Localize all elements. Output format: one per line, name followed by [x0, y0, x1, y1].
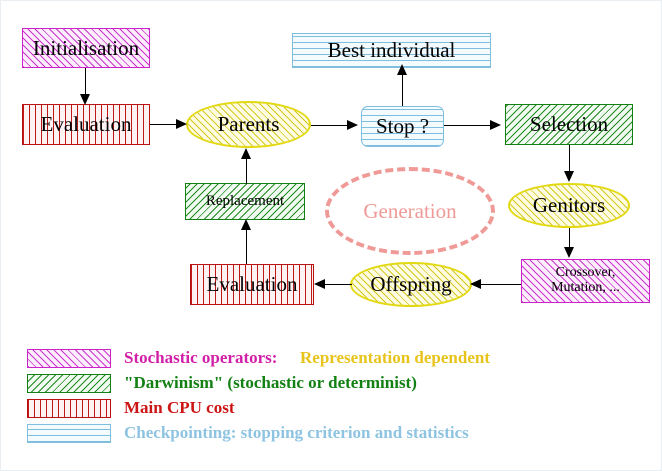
node-generation: Generation	[325, 167, 495, 255]
arrowhead-offspring-to-eval	[314, 279, 325, 289]
arrowhead-parents-to-stop	[347, 120, 358, 130]
node-parents[interactable]: Parents	[186, 101, 311, 148]
arrowhead-genitors-to-crossover	[564, 247, 574, 258]
legend-label-stochastic: Stochastic operators:	[124, 348, 278, 367]
connector-offspring-to-eval	[323, 284, 352, 285]
legend-label-checkpointing: Checkpointing: stopping criterion and st…	[124, 423, 469, 442]
arrowhead-crossover-to-offspring	[470, 279, 481, 289]
node-genitors[interactable]: Genitors	[508, 183, 630, 228]
connector-init-to-eval	[85, 68, 86, 96]
node-crossover-label-line1: Crossover,	[555, 265, 616, 281]
connector-stop-to-best	[402, 72, 403, 106]
legend-swatch-checkpointing	[27, 424, 111, 443]
node-genitors-label: Genitors	[532, 193, 606, 218]
node-best-individual-label: Best individual	[327, 38, 456, 63]
legend-label-representation: Representation dependent	[300, 348, 490, 367]
node-evaluation-top[interactable]: Evaluation	[22, 104, 150, 145]
node-selection[interactable]: Selection	[505, 104, 633, 145]
node-initialisation[interactable]: Initialisation	[22, 28, 150, 68]
node-offspring[interactable]: Offspring	[350, 262, 472, 307]
connector-stop-to-selection	[444, 125, 490, 126]
node-stop[interactable]: Stop ?	[361, 106, 444, 147]
node-crossover-mutation[interactable]: Crossover, Mutation, ...	[521, 259, 650, 303]
connector-parents-to-stop	[311, 125, 349, 126]
legend-swatch-darwinism	[27, 374, 111, 393]
node-evaluation-top-label: Evaluation	[40, 112, 132, 137]
legend-label-cpu: Main CPU cost	[124, 398, 235, 417]
legend-label-darwinism: "Darwinism" (stochastic or determinist)	[124, 373, 417, 392]
connector-replacement-to-parents	[246, 157, 247, 184]
node-evaluation-bottom-label: Evaluation	[206, 272, 298, 297]
node-generation-label: Generation	[363, 198, 457, 223]
arrowhead-replacement-to-parents	[241, 148, 251, 159]
node-best-individual[interactable]: Best individual	[292, 33, 491, 68]
connector-genitors-to-crossover	[569, 228, 570, 248]
node-stop-label: Stop ?	[375, 114, 430, 139]
node-replacement[interactable]: Replacement	[185, 183, 305, 220]
legend-swatch-stochastic	[27, 349, 111, 368]
connector-selection-to-genitors	[569, 145, 570, 172]
node-offspring-label: Offspring	[370, 272, 452, 297]
node-selection-label: Selection	[529, 112, 609, 137]
legend-swatch-cpu	[27, 399, 111, 418]
arrowhead-init-to-eval	[80, 94, 90, 105]
arrowhead-stop-to-best	[397, 64, 407, 75]
arrowhead-selection-to-genitors	[564, 171, 574, 182]
connector-crossover-to-offspring	[478, 284, 521, 285]
node-parents-label: Parents	[217, 112, 280, 137]
node-initialisation-label: Initialisation	[32, 35, 140, 60]
arrowhead-eval-to-parents	[176, 119, 187, 129]
arrowhead-eval-to-replacement	[241, 219, 251, 230]
connector-eval-to-replacement	[246, 228, 247, 264]
arrowhead-stop-to-selection	[490, 120, 501, 130]
node-crossover-label-line2: Mutation, ...	[551, 280, 620, 295]
node-replacement-label: Replacement	[205, 192, 285, 209]
connector-eval-to-parents	[150, 124, 178, 125]
node-evaluation-bottom[interactable]: Evaluation	[190, 264, 314, 305]
